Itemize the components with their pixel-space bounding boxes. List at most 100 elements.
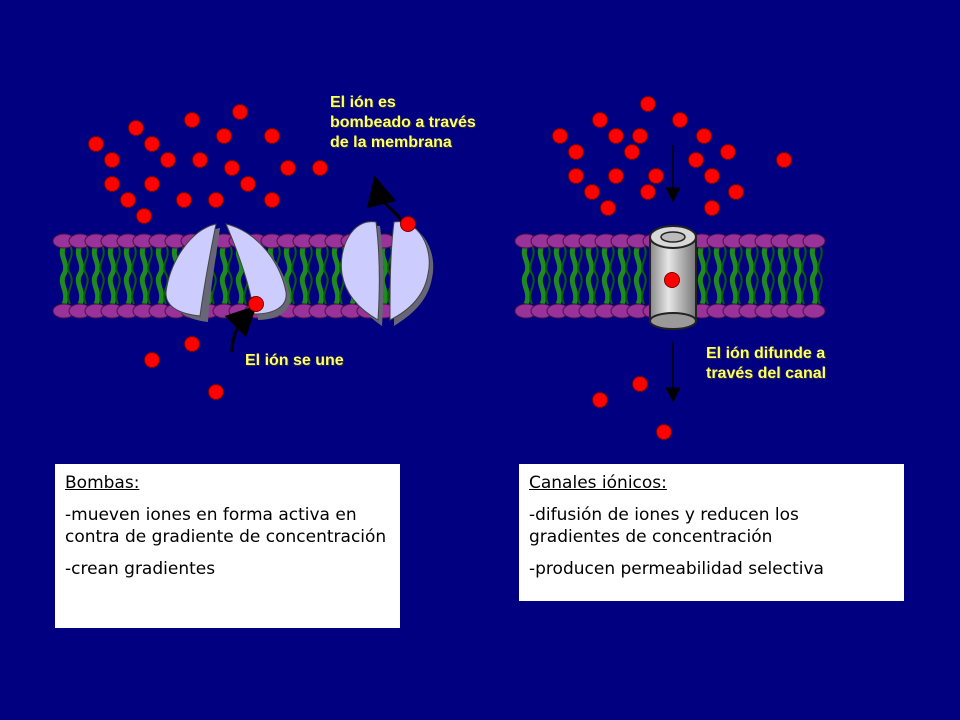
lipid-tail bbox=[737, 245, 743, 305]
ion bbox=[208, 384, 224, 400]
ion bbox=[584, 184, 600, 200]
lipid-tail bbox=[593, 245, 599, 305]
pumps-line-2: -crean gradientes bbox=[65, 559, 216, 579]
lipid-tail bbox=[697, 244, 707, 306]
lipid-tail bbox=[331, 244, 341, 306]
ion bbox=[640, 184, 656, 200]
ion bbox=[688, 152, 704, 168]
lipid-tail bbox=[801, 245, 807, 305]
ion bbox=[672, 112, 688, 128]
lipid-tail bbox=[59, 244, 69, 306]
ion bbox=[696, 128, 712, 144]
lipid-tail bbox=[323, 245, 329, 305]
ion bbox=[264, 192, 280, 208]
lipid-tail bbox=[75, 244, 85, 306]
ion bbox=[144, 136, 160, 152]
ion bbox=[104, 152, 120, 168]
lipid-tail bbox=[155, 244, 165, 306]
lipid-tail bbox=[299, 244, 309, 306]
ion bbox=[88, 136, 104, 152]
pump-arrow bbox=[367, 175, 404, 223]
ion bbox=[400, 216, 416, 232]
ion bbox=[600, 200, 616, 216]
lipid-tail bbox=[777, 244, 787, 306]
ion bbox=[648, 168, 664, 184]
ion bbox=[728, 184, 744, 200]
lipid-tail bbox=[809, 244, 819, 306]
lipid-tail bbox=[633, 244, 643, 306]
ion bbox=[216, 128, 232, 144]
ion bbox=[704, 200, 720, 216]
lipid-tail bbox=[379, 244, 389, 306]
ion bbox=[208, 192, 224, 208]
pumps-line-1: -mueven iones en forma activa en contra … bbox=[65, 505, 387, 547]
lipid-tail bbox=[545, 245, 551, 305]
lipid-tail bbox=[609, 245, 615, 305]
lipid-tail bbox=[163, 245, 169, 305]
channels-line-2: -producen permeabilidad selectiva bbox=[529, 559, 824, 579]
ion bbox=[264, 128, 280, 144]
pumps-title: Bombas: bbox=[65, 473, 140, 493]
channel-label: El ión difunde a través del canal bbox=[706, 345, 827, 382]
ion bbox=[592, 112, 608, 128]
lipid-tail bbox=[729, 244, 739, 306]
lipid-head bbox=[802, 233, 826, 249]
lipid-tail bbox=[785, 245, 791, 305]
ions bbox=[88, 96, 792, 440]
lipid-tail bbox=[641, 245, 647, 305]
ion bbox=[632, 376, 648, 392]
pumps-box: Bombas: -mueven iones en forma activa en… bbox=[55, 464, 400, 628]
lipid-tail bbox=[307, 245, 313, 305]
lipid-tail bbox=[713, 244, 723, 306]
pump-label: El ión es bombeado a través de la membra… bbox=[330, 94, 476, 151]
ion bbox=[224, 160, 240, 176]
ion bbox=[552, 128, 568, 144]
ion bbox=[136, 208, 152, 224]
ion bbox=[240, 176, 256, 192]
lipid-tail bbox=[91, 244, 101, 306]
ion bbox=[568, 144, 584, 160]
ion bbox=[176, 192, 192, 208]
lipid-tail bbox=[601, 244, 611, 306]
lipid-tail bbox=[83, 245, 89, 305]
lipid-tail bbox=[721, 245, 727, 305]
lipid-tail bbox=[561, 245, 567, 305]
lipid-tail bbox=[793, 244, 803, 306]
ion bbox=[248, 296, 264, 312]
pump-protein-closed bbox=[340, 221, 434, 326]
ion bbox=[664, 272, 680, 288]
lipid-tail bbox=[577, 245, 583, 305]
ion bbox=[160, 152, 176, 168]
lipid-tail bbox=[131, 245, 137, 305]
ion bbox=[640, 96, 656, 112]
lipid-tail bbox=[585, 244, 595, 306]
lipid-tail bbox=[315, 244, 325, 306]
ion bbox=[120, 192, 136, 208]
lipid-tail bbox=[745, 244, 755, 306]
lipid-tail bbox=[537, 244, 547, 306]
ion bbox=[568, 168, 584, 184]
channels-box: Canales iónicos: -difusión de iones y re… bbox=[519, 464, 904, 601]
lipid-tail bbox=[617, 244, 627, 306]
lipid-tail bbox=[139, 244, 149, 306]
ion bbox=[312, 160, 328, 176]
bind-label: El ión se une bbox=[245, 352, 344, 369]
lipid-tail bbox=[521, 244, 531, 306]
lipid-tail bbox=[705, 245, 711, 305]
ion bbox=[192, 152, 208, 168]
lipid-tail bbox=[529, 245, 535, 305]
lipid-tail bbox=[291, 245, 297, 305]
lipid-head bbox=[802, 303, 826, 319]
ion bbox=[128, 120, 144, 136]
ion bbox=[592, 392, 608, 408]
lipid-tail bbox=[553, 244, 563, 306]
ion bbox=[720, 144, 736, 160]
bind-arrow bbox=[224, 305, 257, 353]
ion bbox=[624, 144, 640, 160]
lipid-tail bbox=[99, 245, 105, 305]
ion bbox=[776, 152, 792, 168]
ion bbox=[232, 104, 248, 120]
lipid-tail bbox=[115, 245, 121, 305]
lipid-tail bbox=[147, 245, 153, 305]
